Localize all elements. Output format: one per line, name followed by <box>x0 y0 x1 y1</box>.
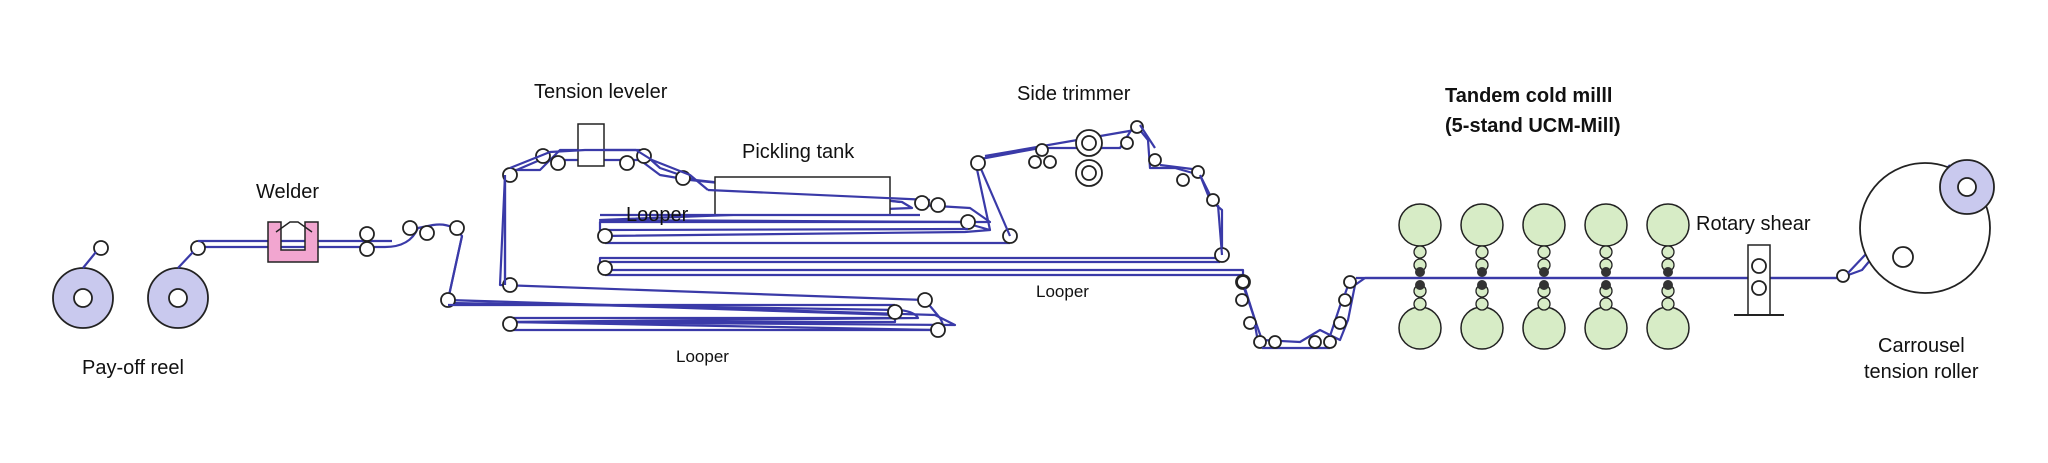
payoff-reel-2 <box>147 240 209 329</box>
dip-roll-4 <box>1253 335 1267 349</box>
pickling-exit-roll-3 <box>960 214 976 230</box>
trimmer-riser <box>976 161 1012 237</box>
shear-exit-roll <box>1836 269 1850 283</box>
dip-roll-2 <box>1235 293 1249 307</box>
lower-looper-roll-3 <box>917 292 933 308</box>
pickling-exit-roll-1 <box>914 195 930 211</box>
dip-roll-5 <box>1268 335 1282 349</box>
dip-roll-3 <box>1243 316 1257 330</box>
dip-roll-6 <box>1308 335 1322 349</box>
mill-stand-3 <box>1522 203 1566 350</box>
pickling-exit-roll-2 <box>930 197 946 213</box>
trimmer-small-roll-2 <box>1043 155 1057 169</box>
middle-looper-roll-left <box>597 260 613 276</box>
rotary-shear <box>1734 244 1784 316</box>
payoff-reel-1 <box>52 240 114 329</box>
mill-stand-4 <box>1584 203 1628 350</box>
mill-stand-1 <box>1398 203 1442 350</box>
trimmer-exit-roll-6 <box>1206 193 1220 207</box>
label-looper-middle: Looper <box>1036 282 1089 301</box>
strip-path-to-top <box>498 158 992 302</box>
tl-roll-3 <box>619 155 635 171</box>
lower-looper-roll-1 <box>502 316 518 332</box>
welder <box>267 221 319 263</box>
trimmer-strip <box>984 128 1136 158</box>
guide-roll-3 <box>449 220 465 236</box>
dip-roll-9 <box>1338 293 1352 307</box>
upper-looper-roll-left <box>597 228 613 244</box>
pickling-strip <box>707 188 931 202</box>
trimmer-entry-roll <box>970 155 986 171</box>
dip-roll-8 <box>1333 316 1347 330</box>
label-pickling-tank: Pickling tank <box>742 141 855 163</box>
trimmer-exit-roll-4 <box>1176 173 1190 187</box>
side-trimmer-knife-top <box>1075 129 1103 157</box>
trimmer-down-1 <box>1139 124 1156 149</box>
tl-roll-2 <box>550 155 566 171</box>
tension-leveler-box <box>577 123 605 167</box>
label-payoff-reel: Pay-off reel <box>82 357 184 379</box>
dip-roll-10 <box>1343 275 1357 289</box>
upper-left-bottom-roll <box>502 277 518 293</box>
label-welder: Welder <box>256 181 319 203</box>
tl-strip <box>509 148 709 191</box>
label-rotary-shear: Rotary shear <box>1696 213 1811 235</box>
guide-roll-4 <box>440 292 456 308</box>
strip-path-riser <box>446 235 464 301</box>
trimmer-small-roll-3 <box>1028 155 1042 169</box>
label-looper-lower: Looper <box>676 347 729 366</box>
trimmer-exit-roll-3 <box>1148 153 1162 167</box>
trimmer-down-4 <box>1216 204 1224 256</box>
mill-stand-2 <box>1460 203 1504 350</box>
lower-looper-roll-2 <box>887 304 903 320</box>
label-looper-upper: Looper <box>626 204 689 226</box>
carrousel-tension-roller <box>1859 159 1995 294</box>
lower-looper-roll-4 <box>930 322 946 338</box>
upper-looper-strand-1 <box>604 227 969 232</box>
pinch-roll-1 <box>359 226 375 242</box>
mill-stand-5 <box>1646 203 1690 350</box>
label-side-trimmer: Side trimmer <box>1017 83 1131 105</box>
label-tandem-mill-line2: (5-stand UCM-Mill) <box>1445 115 1621 137</box>
guide-roll-2 <box>419 225 435 241</box>
pinch-roll-2 <box>359 241 375 257</box>
label-tension-leveler: Tension leveler <box>534 81 668 103</box>
strip-path-middle-looper <box>598 220 992 238</box>
label-carrousel-line2: tension roller <box>1864 361 1979 383</box>
trimmer-exit-roll-1 <box>1120 136 1134 150</box>
dip-roll-1 <box>1236 275 1250 289</box>
dip-roll-7 <box>1323 335 1337 349</box>
trimmer-exit-roll-2 <box>1130 120 1144 134</box>
label-carrousel-line1: Carrousel <box>1878 335 1965 357</box>
guide-roll-1 <box>402 220 418 236</box>
trimmer-exit-roll-5 <box>1191 165 1205 179</box>
strip-path-upper-loop <box>503 148 901 285</box>
side-trimmer-knife-bottom <box>1075 159 1103 187</box>
label-tandem-mill-line1: Tandem cold milll <box>1445 85 1612 107</box>
trimmer-small-roll-1 <box>1035 143 1049 157</box>
